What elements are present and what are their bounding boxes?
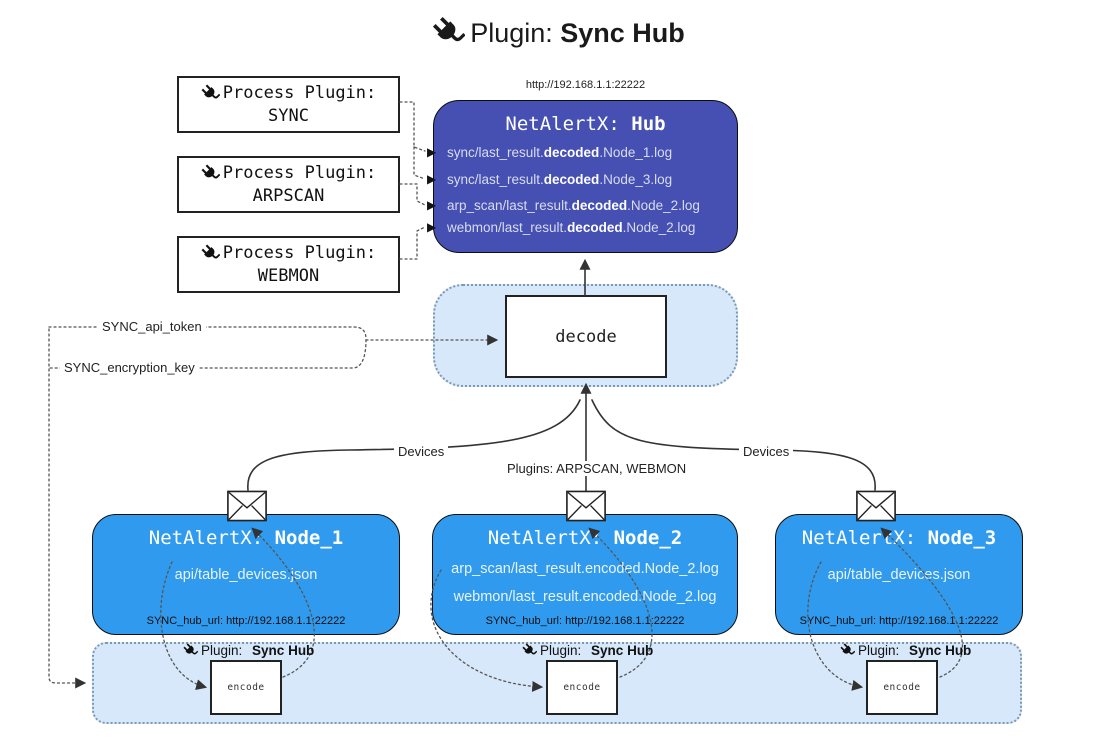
hub-log-entry-1: sync/last_result.decoded.Node_1.log — [447, 145, 673, 160]
encode-label: encode — [883, 682, 921, 693]
encode-label: encode — [563, 682, 601, 693]
process-plugin-box-arpscan: Process Plugin: ARPSCAN — [177, 156, 400, 213]
process-plugin-box-sync: Process Plugin: SYNC — [177, 76, 400, 133]
envelope-icon — [566, 490, 606, 522]
encode-plugin-label: Plugin: Sync Hub — [522, 643, 653, 658]
node-file: api/table_devices.json — [827, 567, 971, 583]
node-title: NetAlertX: Node_3 — [801, 527, 997, 549]
process-plugin-label: Process Plugin: — [222, 163, 377, 184]
hub-log-entry-2: sync/last_result.decoded.Node_3.log — [447, 172, 673, 187]
edge-label-devices-left: Devices — [394, 444, 449, 459]
hub-url: http://192.168.1.1:22222 — [525, 79, 646, 91]
hub-title-prefix: NetAlertX: — [505, 113, 620, 135]
plug-icon — [840, 643, 855, 658]
diagram-title-prefix: Plugin: — [470, 18, 553, 48]
node-hub-url: SYNC_hub_url: http://192.168.1.1:22222 — [799, 615, 999, 627]
plug-icon — [201, 244, 220, 263]
api-token-label: SYNC_api_token — [98, 319, 206, 334]
diagram-title-name: Sync Hub — [560, 18, 685, 48]
envelope-icon — [227, 490, 267, 522]
plug-icon — [183, 643, 198, 658]
entry-arrow-icon: ▶ — [427, 145, 437, 159]
process-plugin-label: Process Plugin: — [222, 83, 377, 104]
hub-box: NetAlertX: Hub sync/last_result.decoded.… — [433, 100, 738, 253]
edge-label-devices-right: Devices — [739, 444, 794, 459]
process-plugin-name: WEBMON — [257, 265, 320, 286]
node-hub-url: SYNC_hub_url: http://192.168.1.1:22222 — [485, 615, 685, 627]
plug-icon — [201, 164, 220, 183]
plug-icon — [522, 643, 537, 658]
hub-log-entry-3: arp_scan/last_result.decoded.Node_2.log — [447, 198, 700, 213]
process-plugin-box-webmon: Process Plugin: WEBMON — [177, 236, 400, 293]
decode-label: decode — [555, 326, 617, 347]
encode-box: encode — [866, 660, 938, 715]
envelope-icon — [856, 490, 896, 522]
encode-box: encode — [546, 660, 618, 715]
node-file: arp_scan/last_result.encoded.Node_2.log — [451, 561, 719, 577]
entry-arrow-icon: ▶ — [427, 172, 437, 186]
encode-plugin-label: Plugin: Sync Hub — [840, 643, 971, 658]
plug-icon — [201, 84, 220, 103]
hub-title-name: Hub — [631, 113, 666, 135]
node-box-node1: NetAlertX: Node_1 api/table_devices.json… — [92, 514, 400, 635]
node-file: api/table_devices.json — [174, 567, 318, 583]
encode-box: encode — [210, 660, 282, 715]
plug-icon — [432, 16, 465, 49]
process-plugin-name: ARPSCAN — [252, 185, 325, 206]
node-title: NetAlertX: Node_2 — [487, 527, 683, 549]
encode-label: encode — [227, 682, 265, 693]
node-box-node3: NetAlertX: Node_3 api/table_devices.json… — [775, 514, 1023, 635]
edge-label-plugins-center: Plugins: ARPSCAN, WEBMON — [503, 461, 691, 476]
decode-box: decode — [505, 295, 667, 378]
entry-arrow-icon: ▶ — [427, 198, 437, 212]
hub-title: NetAlertX: Hub — [434, 113, 737, 135]
encode-plugin-label: Plugin: Sync Hub — [183, 643, 314, 658]
diagram-title: Plugin: Sync Hub — [0, 16, 1117, 49]
node-title: NetAlertX: Node_1 — [148, 527, 344, 549]
node-hub-url: SYNC_hub_url: http://192.168.1.1:22222 — [146, 615, 346, 627]
entry-arrow-icon: ▶ — [427, 220, 437, 234]
node-box-node2: NetAlertX: Node_2 arp_scan/last_result.e… — [432, 514, 738, 635]
encryption-key-label: SYNC_encryption_key — [60, 360, 199, 375]
hub-log-entry-4: webmon/last_result.decoded.Node_2.log — [447, 220, 696, 235]
process-plugin-label: Process Plugin: — [222, 243, 377, 264]
node-file: webmon/last_result.encoded.Node_2.log — [453, 589, 717, 605]
process-plugin-name: SYNC — [268, 105, 309, 126]
